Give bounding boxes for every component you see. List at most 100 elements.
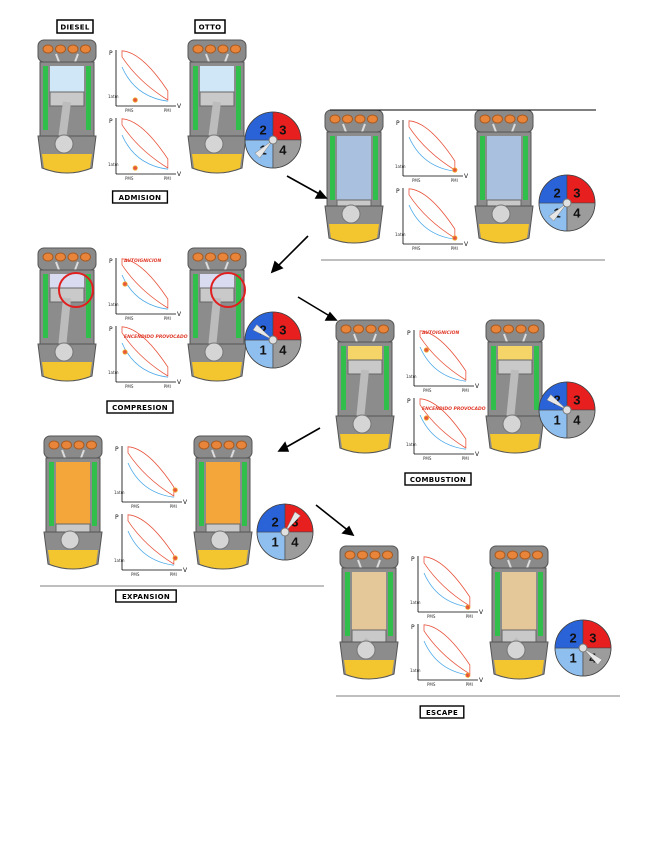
- pmi-tick-label: PMI: [170, 504, 177, 509]
- pms-tick-label: PMS: [427, 682, 436, 687]
- coolant-left: [199, 462, 204, 526]
- wheel-hub: [268, 135, 278, 145]
- wheel-pointer: [254, 139, 274, 159]
- pmi-tick-label: PMI: [164, 384, 171, 389]
- pms-tick-label: PMS: [125, 384, 134, 389]
- valve-spring: [532, 550, 543, 560]
- diesel-engine: [324, 109, 384, 244]
- pv-cycle-curve: [121, 118, 169, 169]
- diesel-engine: [335, 319, 395, 454]
- pv-low-curve: [127, 530, 174, 566]
- stage-label-box: [404, 472, 472, 486]
- pms-tick-label: PMS: [412, 178, 421, 183]
- stage-label-text: COMBUSTION: [410, 476, 466, 484]
- low-pressure-label: 1atm: [410, 600, 421, 605]
- wheel-rim: [538, 381, 596, 439]
- stage-label: COMPRESION: [106, 400, 174, 414]
- valve-spring: [86, 440, 97, 450]
- oil-sump: [42, 154, 92, 173]
- valve-spring: [205, 252, 216, 262]
- oil-sump: [192, 154, 242, 173]
- valve-spring: [192, 252, 204, 262]
- v-axis-label: V: [475, 451, 480, 458]
- connecting-rod: [506, 369, 519, 421]
- pv-low-curve: [423, 572, 470, 608]
- pv-cycle-curve: [419, 330, 467, 381]
- valve-spring: [378, 324, 389, 334]
- connecting-rod: [58, 297, 71, 349]
- p-axis-label: P: [411, 556, 415, 563]
- valve-spring: [369, 550, 381, 560]
- wheel-pointer: [546, 394, 568, 411]
- valve-spring: [217, 44, 229, 54]
- chamber-gas: [337, 136, 371, 200]
- p-axis-label: P: [407, 330, 411, 337]
- pv-cycle-curve: [127, 514, 175, 565]
- oil-sump: [344, 660, 394, 679]
- valve-spring: [205, 44, 216, 54]
- pmi-tick-label: PMI: [462, 456, 469, 461]
- oil-sump: [192, 362, 242, 381]
- chamber-gas: [487, 136, 521, 200]
- pms-tick-label: PMS: [125, 108, 134, 113]
- note-top: AUTOIGNICION: [123, 258, 161, 264]
- note-bottom: ENCENDIDO PROVOCADO: [124, 334, 188, 340]
- chamber-gas: [498, 346, 532, 360]
- p-axis-label: P: [411, 624, 415, 631]
- crankshaft: [506, 640, 526, 660]
- coolant-right: [236, 274, 241, 338]
- stage-label-box: [106, 400, 174, 414]
- oil-sump: [42, 362, 92, 381]
- coolant-right: [388, 572, 393, 636]
- low-pressure-label: 1atm: [108, 370, 119, 375]
- chamber-gas: [352, 572, 386, 630]
- pmi-tick-label: PMI: [462, 388, 469, 393]
- pv-low-curve: [419, 414, 466, 450]
- pv-state-point: [423, 415, 429, 421]
- valve-spring: [479, 114, 491, 124]
- valve-spring: [342, 114, 353, 124]
- coolant-left: [480, 136, 485, 200]
- pv-state-point: [122, 281, 128, 287]
- coolant-left: [193, 274, 198, 338]
- wheel-hub: [578, 643, 588, 653]
- stage-label-box: [115, 589, 177, 603]
- diesel-label-text: DIESEL: [60, 24, 90, 32]
- pms-tick-label: PMS: [423, 388, 432, 393]
- pv-low-curve: [121, 134, 168, 170]
- coolant-right: [373, 136, 378, 200]
- low-pressure-label: 1atm: [395, 232, 406, 237]
- valve-spring: [353, 324, 364, 334]
- low-pressure-label: 1atm: [108, 162, 119, 167]
- pv-low-curve: [127, 462, 174, 498]
- wheel-quadrant-3-number: 3: [573, 393, 580, 408]
- valve-spring: [503, 324, 514, 334]
- pv-cycle-curve: [127, 446, 175, 497]
- pms-tick-label: PMS: [125, 316, 134, 321]
- coolant-left: [345, 572, 350, 636]
- wheel-pointer: [284, 511, 301, 533]
- chamber-gas: [502, 572, 536, 630]
- crankshaft: [210, 530, 230, 550]
- wheel-quadrant-1-number: 1: [271, 534, 278, 549]
- connecting-rod: [356, 369, 369, 421]
- connecting-rod: [58, 101, 71, 141]
- stage-label-text: EXPANSION: [122, 593, 170, 601]
- coolant-right: [86, 274, 91, 338]
- wheel-quadrant-4-number: 4: [279, 342, 287, 357]
- v-axis-label: V: [177, 311, 182, 318]
- coolant-right: [242, 462, 247, 526]
- valve-spring: [67, 44, 79, 54]
- low-pressure-label: 1atm: [406, 374, 417, 379]
- otto-label-text: OTTO: [199, 24, 222, 32]
